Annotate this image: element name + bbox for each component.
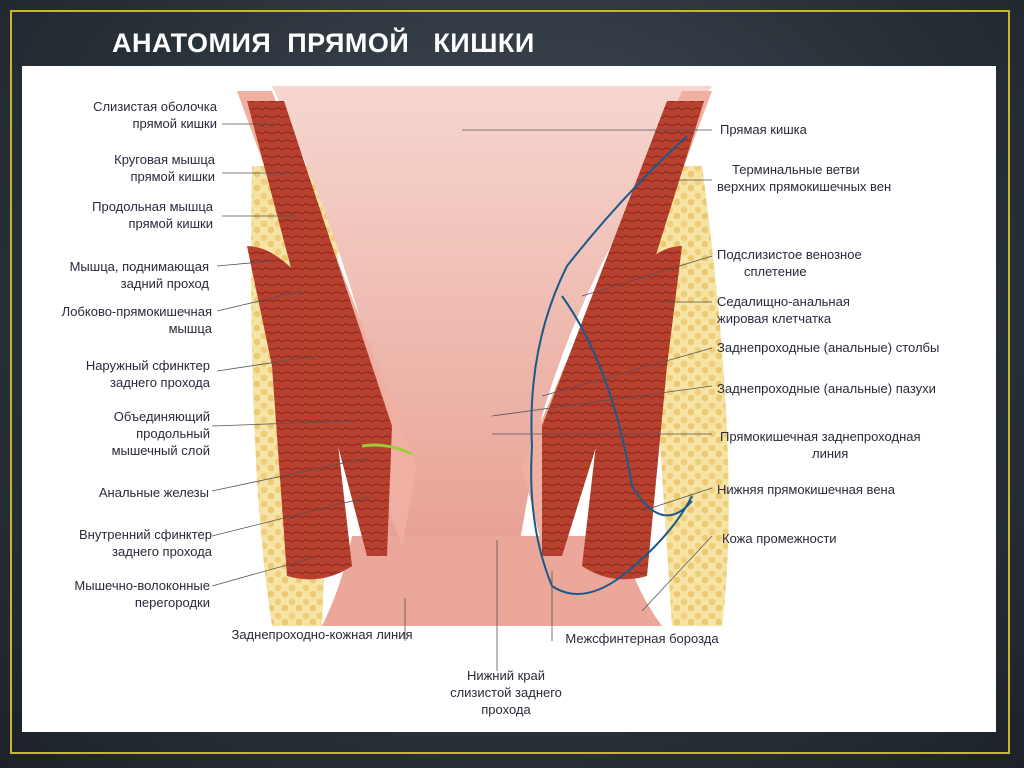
label-perineal-skin: Кожа промежности [722,531,837,546]
slide-title: АНАТОМИЯ ПРЯМОЙ КИШКИ [112,28,535,59]
label-anocutaneous-line: Заднепроходно-кожная линия [231,627,412,642]
label-inferior-rectal-vein: Нижняя прямокишечная вена [717,482,896,497]
label-anal-glands: Анальные железы [99,485,209,500]
label-anal-sinuses: Заднепроходные (анальные) пазухи [717,381,936,396]
label-rectum: Прямая кишка [720,122,808,137]
label-intersphincteric-groove: Межсфинтерная борозда [565,631,719,646]
bottom-labels: Заднепроходно-кожная линия Межсфинтерная… [231,627,719,717]
label-anal-columns: Заднепроходные (анальные) столбы [717,340,939,355]
